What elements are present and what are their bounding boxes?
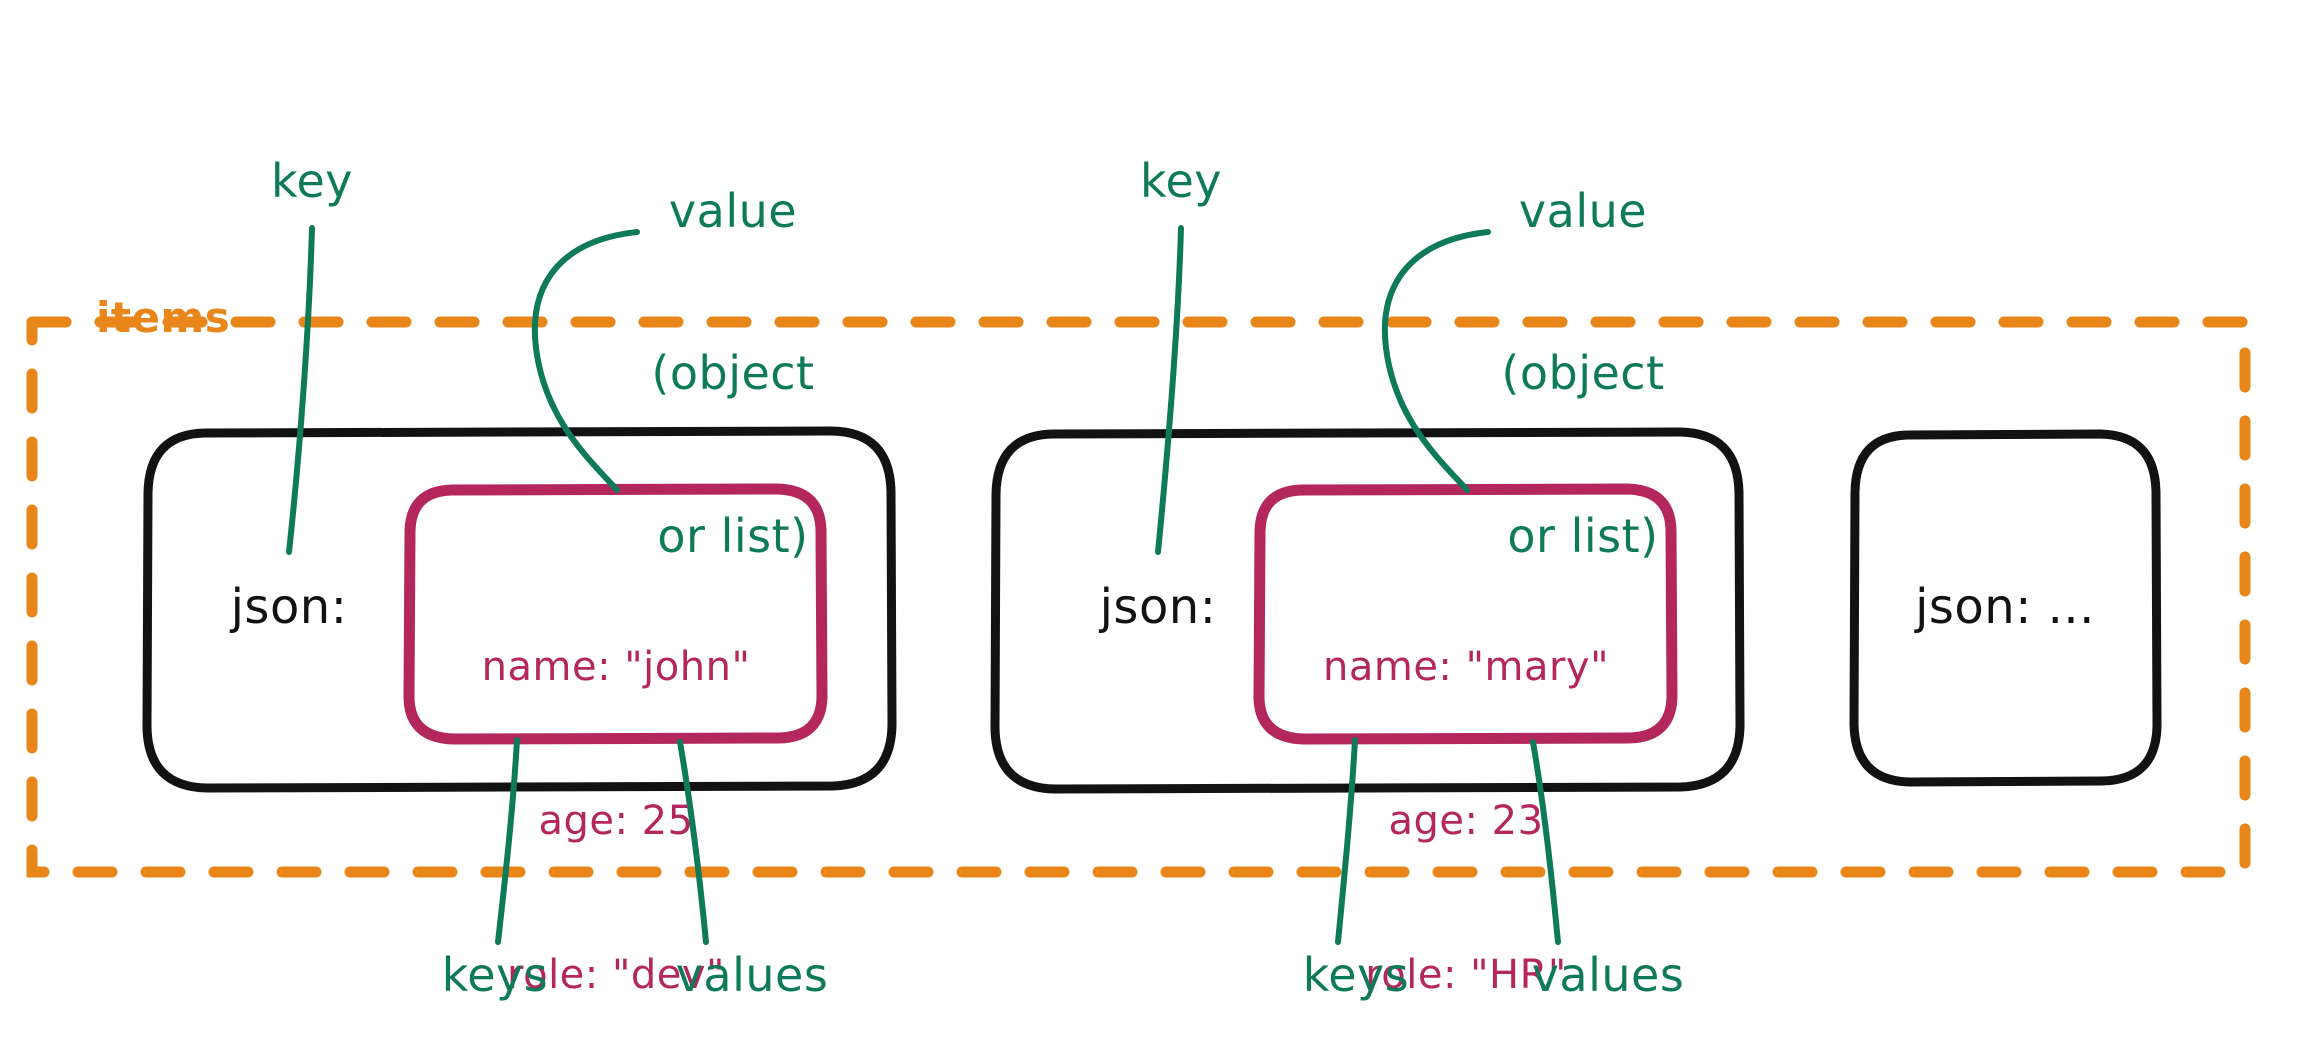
leader-keys-right (1335, 737, 1358, 945)
annotation-value-left-line-1: value (668, 183, 798, 238)
card-2-entry-1: name: "mary" (1322, 644, 1610, 691)
card-3-border (1849, 429, 2162, 787)
annotation-value-right-line-2: (object (1501, 346, 1665, 401)
card-2-value-box-border (1253, 483, 1678, 745)
annotation-values-left: values (675, 948, 829, 1002)
card-1-value-box: name: "john" age: 25 role: "dev" (482, 540, 751, 1058)
card-1-entry-2: age: 25 (538, 797, 694, 844)
leader-values-left (677, 739, 709, 945)
leader-value-right (1381, 229, 1491, 493)
annotation-values-right: values (1531, 948, 1685, 1002)
card-1-entry-1: name: "john" (481, 644, 751, 691)
annotation-value-left-line-3: or list) (657, 509, 809, 564)
annotation-key-left: key (270, 154, 354, 208)
leader-key-right (1155, 225, 1184, 555)
card-1-border (142, 426, 897, 793)
leader-key-left (286, 225, 315, 555)
card-1-key-label: json: (230, 579, 348, 635)
card-2-value-box: name: "mary" age: 23 role: "HR" (1323, 540, 1609, 1058)
card-2-entry-2: age: 23 (1388, 797, 1544, 844)
card-1-value-box-border (403, 483, 828, 745)
annotation-value-right-line-3: or list) (1507, 509, 1659, 564)
annotation-value-left: value (object or list) (651, 75, 814, 672)
items-container-label: items (96, 293, 231, 342)
card-1-entry-3: role: "dev" (507, 951, 725, 998)
annotation-keys-right: keys (1302, 948, 1410, 1002)
card-2-border (990, 427, 1745, 794)
card-2-key-label: json: (1099, 579, 1217, 635)
annotation-value-left-line-2: (object (651, 346, 815, 401)
leader-keys-left (495, 737, 520, 945)
leader-value-left (531, 229, 640, 493)
annotation-value-right: value (object or list) (1501, 75, 1664, 672)
leader-values-right (1530, 739, 1561, 945)
card-3-key-label: json: ... (1915, 579, 2095, 635)
card-2-entry-3: role: "HR" (1365, 951, 1567, 998)
annotation-value-right-line-1: value (1518, 183, 1648, 238)
annotation-key-right: key (1139, 154, 1223, 208)
annotation-keys-left: keys (441, 948, 549, 1002)
